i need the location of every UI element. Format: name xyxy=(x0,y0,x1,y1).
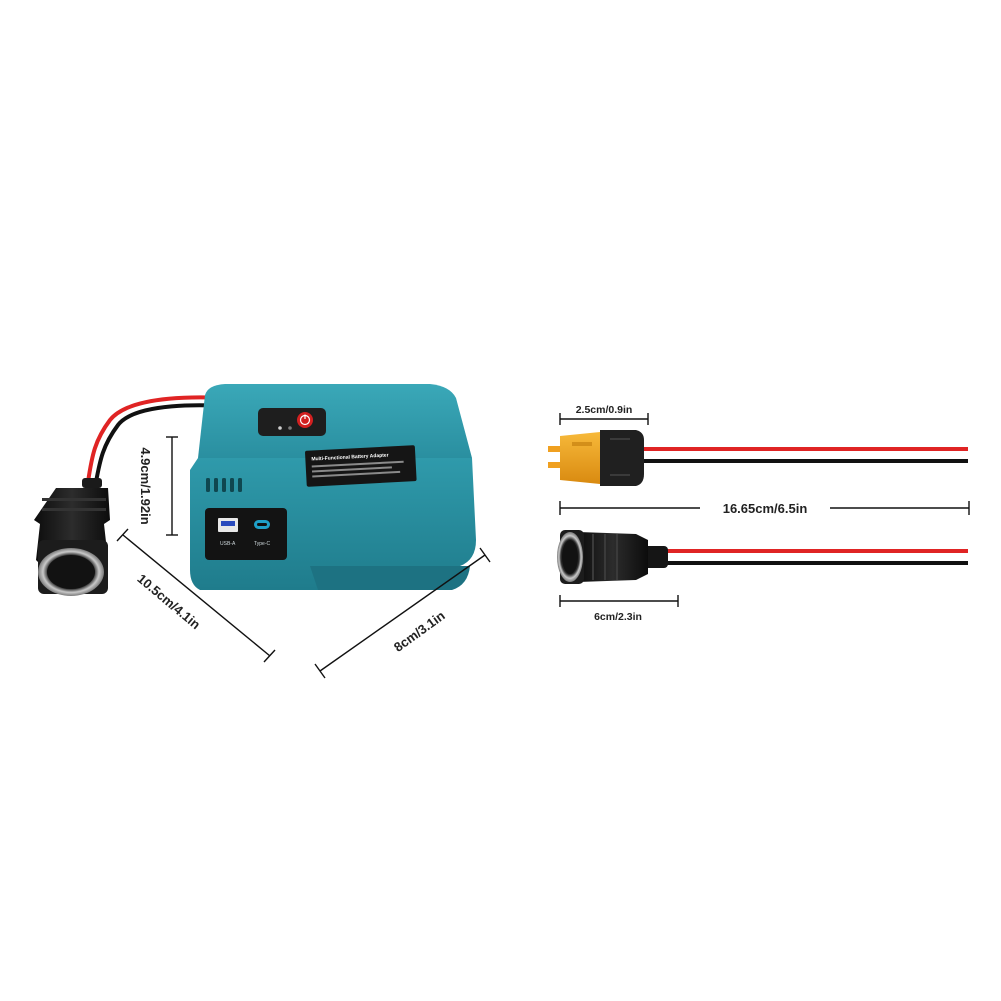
dim-cable-length-label: 16.65cm/6.5in xyxy=(723,501,808,516)
adapter-body: Multi-Functional Battery Adapter USB-A T… xyxy=(190,384,476,590)
battery-adapter: Multi-Functional Battery Adapter USB-A T… xyxy=(34,384,491,679)
dim-socket-length xyxy=(559,595,679,607)
adapter-car-socket xyxy=(34,478,110,596)
usb-c-label: Type-C xyxy=(254,541,271,547)
dim-cable-length xyxy=(559,501,970,515)
cigarette-socket xyxy=(557,530,668,584)
xt60-connector xyxy=(548,430,644,486)
adapter-label-sticker: Multi-Functional Battery Adapter xyxy=(305,445,417,487)
dim-height xyxy=(166,436,178,536)
usb-a-label: USB-A xyxy=(220,541,236,547)
vent-slots xyxy=(206,478,242,492)
sticker-title: Multi-Functional Battery Adapter xyxy=(311,452,389,462)
usb-a-port: USB-A xyxy=(218,518,238,547)
dim-depth xyxy=(116,528,276,663)
socket-cable xyxy=(557,530,968,584)
power-panel xyxy=(258,408,326,436)
xt60-cable xyxy=(548,430,968,486)
power-button-icon xyxy=(297,412,313,428)
dim-socket-length-label: 6cm/2.3in xyxy=(594,611,642,623)
dim-height-label: 4.9cm/1.92in xyxy=(138,447,153,524)
dim-width xyxy=(314,547,491,679)
usb-c-port: Type-C xyxy=(254,520,271,547)
dim-xt60-head-label: 2.5cm/0.9in xyxy=(576,404,633,416)
dim-xt60-head xyxy=(559,413,649,425)
usb-port-panel: USB-A Type-C xyxy=(205,508,287,560)
